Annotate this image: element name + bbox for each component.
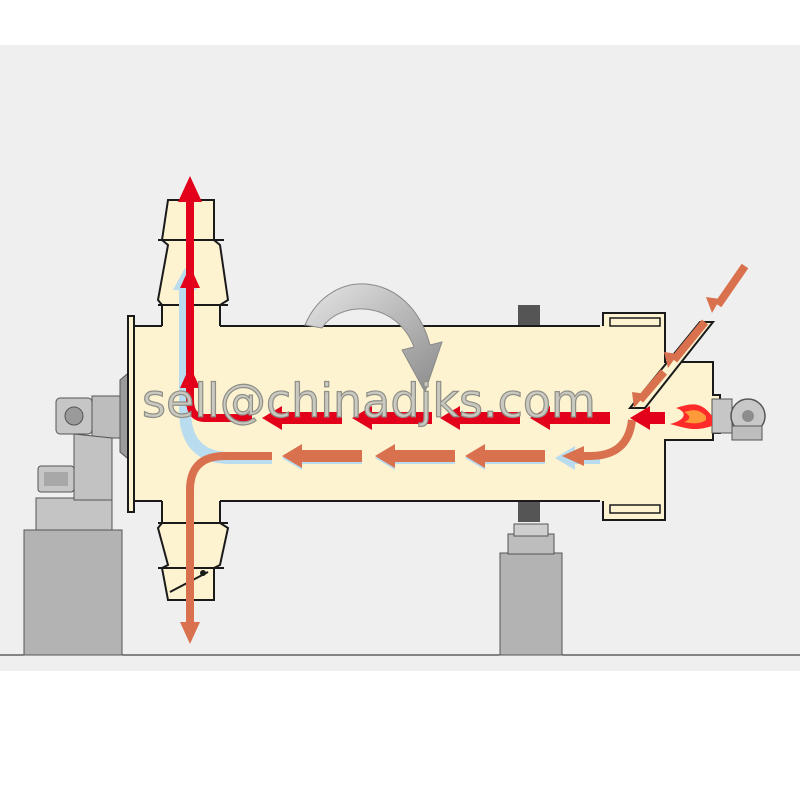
material-arrows-row [282,444,545,468]
material-discharge-arrowhead [180,622,200,644]
hot-gas-exhaust-arrowhead [178,176,202,202]
hot-gas-mid-arrowhead [180,366,200,388]
drive-motor-icon [23,395,123,656]
hot-gas-upper-arrowhead [180,266,200,288]
top-roller-block [518,305,540,325]
hot-gas-riser [186,200,252,422]
burner-icon [711,398,766,441]
support-roller-icon [499,502,563,656]
floor-band [0,655,800,671]
flame-icon [670,404,712,430]
rotation-arrow-icon [304,283,443,394]
hot-gas-arrows [262,406,665,430]
watermark-text: sell@chinadjks.com [142,374,596,428]
material-flow-arrows [562,263,749,466]
material-discharge-path [186,452,272,625]
